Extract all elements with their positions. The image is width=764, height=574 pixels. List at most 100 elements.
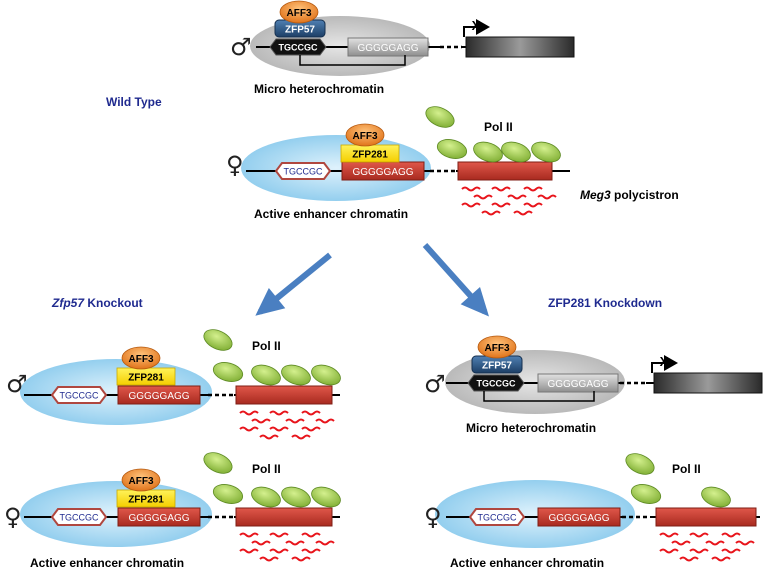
- rna-transcript: [523, 202, 543, 208]
- pol2-label-wt: Pol II: [484, 120, 513, 134]
- rna-transcript: [481, 210, 501, 216]
- zfp57-label: ZFP57: [482, 361, 512, 372]
- rna-transcript: [671, 540, 691, 546]
- arrow-head: [255, 288, 286, 316]
- rna-transcript: [491, 186, 511, 192]
- kd-male-caption: Micro heterochromatin: [466, 421, 597, 435]
- rna-transcript: [523, 186, 543, 192]
- transcription-blocked-mark: X: [660, 354, 669, 369]
- aff3-protein: [121, 468, 161, 492]
- rna-transcript: [507, 194, 527, 200]
- zfp281-label: ZFP281: [352, 150, 388, 161]
- tgccgc-label: TGCCGC: [279, 43, 318, 53]
- aff3-protein: [121, 346, 161, 370]
- ggggg-label: GGGGGAGG: [548, 513, 609, 524]
- rna-transcript: [689, 532, 709, 538]
- tgccgc-element: [467, 374, 525, 392]
- aff3-protein: [279, 0, 319, 24]
- female-symbol-kd: ♀: [424, 503, 442, 531]
- pol2-enzyme: [251, 486, 281, 508]
- ggggg-label: GGGGGAGG: [547, 379, 608, 390]
- tgccgc-label: TGCCGC: [478, 513, 517, 523]
- aff3-label: AFF3: [485, 343, 510, 354]
- rna-transcript: [513, 210, 533, 216]
- rna-transcript: [269, 410, 289, 416]
- aff3-protein: [477, 335, 517, 359]
- rna-transcript: [239, 548, 259, 554]
- tgccgc-label: TGCCGC: [60, 391, 99, 401]
- kd-female-locus: TGCCGC GGGGGAGG: [435, 453, 760, 562]
- rna-transcript: [269, 426, 289, 432]
- transcription-blocked-mark: X: [472, 18, 481, 33]
- ggggg-element: [537, 507, 621, 527]
- rna-transcript: [721, 548, 741, 554]
- tss-arrow: [651, 355, 678, 373]
- tgccgc-element: [468, 508, 526, 526]
- ggggg-element: [347, 37, 429, 57]
- pol2-enzyme: [311, 364, 341, 386]
- rna-transcript: [259, 434, 279, 440]
- ggggg-label: GGGGGAGG: [357, 43, 418, 54]
- tgccgc-label: TGCCGC: [477, 379, 516, 389]
- rna-transcript: [473, 194, 493, 200]
- rna-transcript: [721, 532, 741, 538]
- meg3-gene: [457, 161, 553, 181]
- rna-transcript: [315, 540, 335, 546]
- rna-transcript: [291, 556, 311, 562]
- rna-transcript: [251, 418, 271, 424]
- rna-transcript: [301, 410, 321, 416]
- wild-type-title: Wild Type: [106, 95, 162, 109]
- female-symbol-wt: ♀: [226, 151, 244, 179]
- tgccgc-element: [50, 386, 108, 404]
- pol2-enzyme: [212, 484, 244, 504]
- knockout-suffix: Knockout: [84, 296, 143, 310]
- rna-transcript: [285, 540, 305, 546]
- pol2-enzyme: [473, 141, 503, 163]
- ggggg-label: GGGGGAGG: [352, 167, 413, 178]
- silenced-gene: [465, 36, 575, 58]
- tss-arrow: [463, 19, 490, 37]
- pol2-label-ko-female: Pol II: [252, 462, 281, 476]
- aff3-label: AFF3: [287, 8, 312, 19]
- wt-female-caption: Active enhancer chromatin: [254, 207, 409, 221]
- zfp281-label: ZFP281: [128, 495, 164, 506]
- rna-transcript: [285, 418, 305, 424]
- pol2-enzyme: [203, 329, 233, 351]
- male-symbol-kd: ♂: [424, 370, 446, 398]
- ggggg-label: GGGGGAGG: [128, 513, 189, 524]
- pol2-enzyme: [425, 106, 455, 128]
- chromatin-loop: [299, 55, 406, 66]
- kd-female-caption: Active enhancer chromatin: [450, 556, 605, 570]
- rna-transcript: [461, 202, 481, 208]
- flow-arrow-to-knockdown: [422, 242, 490, 317]
- ggggg-element: [537, 373, 619, 393]
- pol2-enzyme: [625, 453, 655, 475]
- rna-transcript: [301, 548, 321, 554]
- rna-transcript: [239, 532, 259, 538]
- pol2-enzyme: [281, 364, 311, 386]
- rna-transcript: [705, 540, 725, 546]
- tgccgc-element: [274, 162, 332, 180]
- rna-transcript: [239, 426, 259, 432]
- rna-transcript: [491, 202, 511, 208]
- pol2-enzyme: [281, 486, 311, 508]
- pol2-enzyme: [203, 452, 233, 474]
- aff3-label: AFF3: [129, 354, 154, 365]
- rna-transcript: [251, 540, 271, 546]
- meg3-gene: [235, 507, 333, 527]
- zfp281-knockdown-title: ZFP281 Knockdown: [548, 296, 663, 310]
- female-symbol-ko: ♀: [4, 503, 22, 531]
- aff3-label: AFF3: [129, 476, 154, 487]
- male-symbol-ko: ♂: [6, 370, 28, 398]
- rna-transcript: [659, 548, 679, 554]
- rna-transcript: [269, 532, 289, 538]
- pol2-label-ko-male: Pol II: [252, 339, 281, 353]
- tgccgc-element: [269, 38, 327, 56]
